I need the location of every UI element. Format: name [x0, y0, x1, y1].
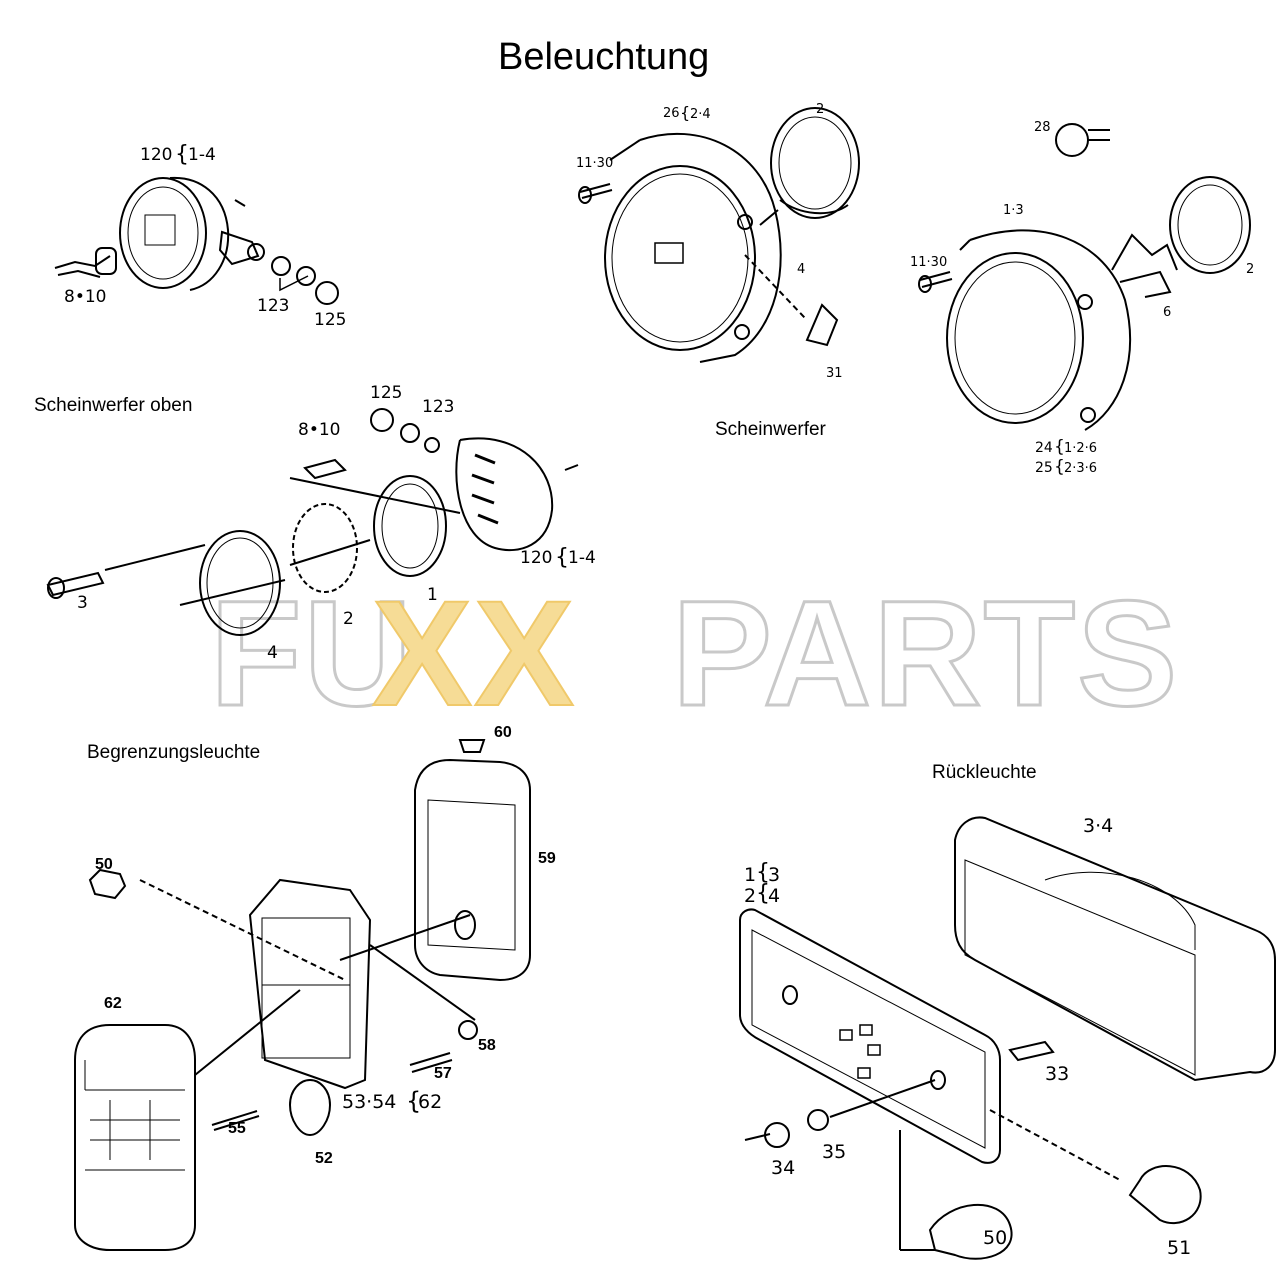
- callout-brace: {: [756, 881, 770, 906]
- callout-31: 31: [826, 366, 843, 381]
- callout-25: 25: [1035, 460, 1053, 476]
- callout-24-ref: 1·2·6: [1064, 441, 1098, 456]
- callout-2: 2: [816, 102, 825, 117]
- callout-8-10: 8•10: [64, 287, 107, 307]
- callout-28: 28: [1034, 120, 1051, 135]
- callout-125: 125: [314, 310, 347, 330]
- callout-62: 62: [104, 995, 122, 1012]
- callout-11-30: 11·30: [910, 255, 948, 270]
- callout-4: 4: [797, 262, 806, 277]
- rueckleuchte-drawing: [739, 816, 1276, 1260]
- callout-8-10: 8•10: [298, 420, 341, 440]
- callout-3: 3: [77, 593, 88, 613]
- callout-2-ref: 4: [768, 885, 781, 907]
- callout-26: 26: [663, 106, 680, 121]
- callout-brace: {: [1054, 457, 1065, 477]
- watermark-left: FU: [210, 569, 414, 737]
- page-title: Beleuchtung: [498, 36, 710, 78]
- watermark-right: PARTS: [672, 569, 1179, 737]
- headlamp-center-drawing: [578, 107, 860, 363]
- callout-123: 123: [422, 397, 455, 417]
- callout-brace: {: [1054, 437, 1065, 457]
- section-begrenzungsleuchte: Begrenzungsleuchte: [87, 742, 261, 763]
- callout-brace: {: [756, 860, 770, 885]
- section-scheinwerfer: Scheinwerfer: [715, 419, 826, 440]
- callout-120-ref: 1-4: [568, 548, 596, 568]
- callout-2: 2: [343, 609, 354, 629]
- callout-brace: {: [175, 142, 189, 167]
- callout-1: 1: [744, 864, 757, 886]
- callout-62-ref: 62: [418, 1091, 443, 1113]
- section-rueckleuchte: Rückleuchte: [932, 762, 1037, 783]
- callout-1-3: 1·3: [1003, 203, 1024, 218]
- callout-25-ref: 2·3·6: [1064, 461, 1098, 476]
- callout-52: 52: [315, 1150, 333, 1167]
- callout-33: 33: [1045, 1063, 1070, 1085]
- headlamp-top-exploded-drawing: [46, 408, 579, 636]
- callout-35: 35: [822, 1141, 847, 1163]
- callout-6: 6: [1163, 305, 1172, 320]
- callout-120: 120: [140, 145, 173, 165]
- callout-1-ref: 3: [768, 864, 781, 886]
- callout-4: 4: [267, 643, 278, 663]
- callout-50: 50: [95, 856, 113, 873]
- watermark-xx: XX: [372, 569, 576, 737]
- callout-51: 51: [1167, 1237, 1192, 1259]
- callout-60: 60: [494, 724, 512, 741]
- callout-brace: {: [406, 1087, 422, 1115]
- callout-123: 123: [257, 296, 290, 316]
- callout-3-4: 3·4: [1083, 815, 1114, 837]
- callout-57: 57: [434, 1065, 452, 1082]
- callout-34: 34: [771, 1157, 796, 1179]
- callout-1: 1: [427, 585, 438, 605]
- headlamp-right-drawing: [918, 123, 1251, 431]
- callout-50: 50: [983, 1227, 1008, 1249]
- callout-125: 125: [370, 383, 403, 403]
- callout-58: 58: [478, 1037, 496, 1054]
- callout-brace: {: [555, 545, 569, 570]
- callout-120-ref: 1-4: [188, 145, 216, 165]
- callout-120: 120: [520, 548, 553, 568]
- begrenzungsleuchte-drawing: [74, 739, 531, 1251]
- callout-26-ref: 2·4: [690, 107, 711, 122]
- callout-11-30: 11·30: [576, 156, 614, 171]
- callout-53-54: 53·54: [342, 1091, 397, 1113]
- callout-brace: {: [680, 103, 691, 122]
- callout-24: 24: [1035, 440, 1053, 456]
- section-scheinwerfer-oben: Scheinwerfer oben: [34, 395, 193, 416]
- callout-2: 2: [1246, 262, 1255, 277]
- headlamp-top-left-drawing: [54, 176, 339, 305]
- callout-55: 55: [228, 1120, 246, 1137]
- callout-59: 59: [538, 850, 556, 867]
- callout-2: 2: [744, 885, 757, 907]
